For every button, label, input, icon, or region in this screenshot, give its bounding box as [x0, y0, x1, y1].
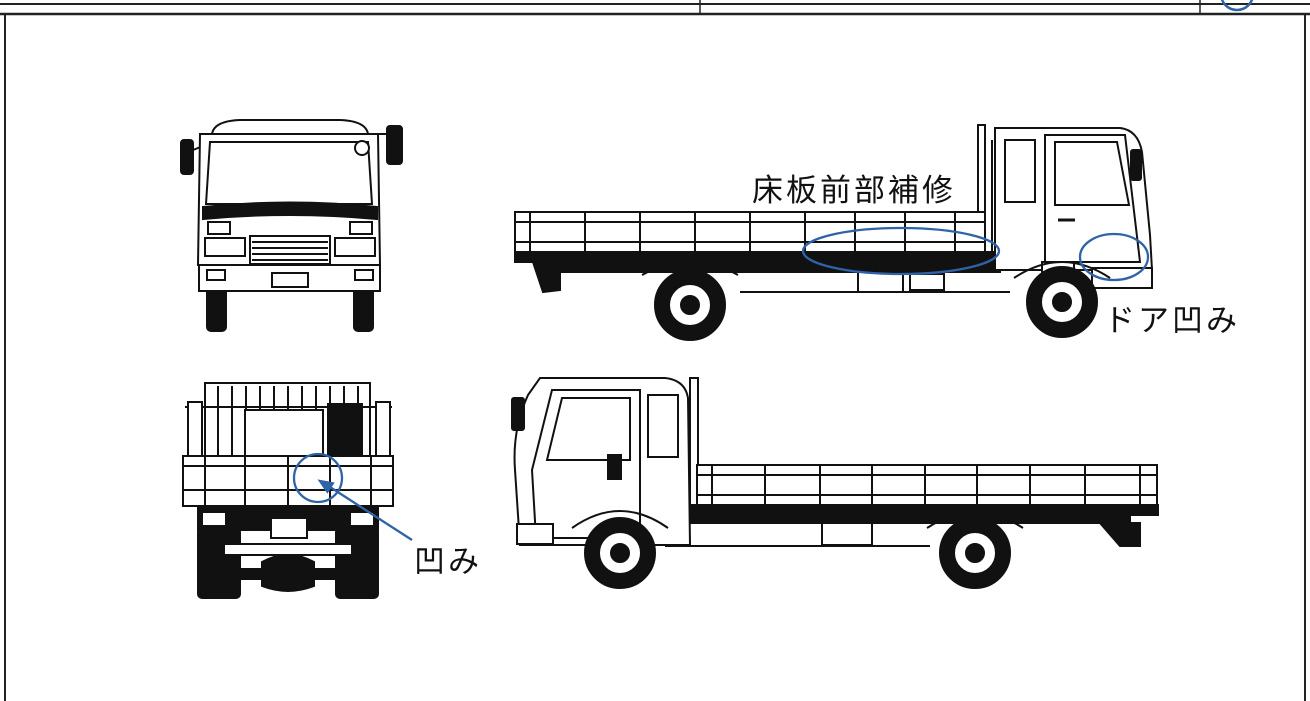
cab-rear-window [1004, 139, 1036, 203]
cab-door-window [545, 397, 631, 461]
cargo-floor [687, 504, 1159, 516]
side-mirror [1130, 149, 1142, 181]
front-wheel-arch [1013, 261, 1111, 279]
front-step-right [349, 221, 373, 235]
mirror-left [180, 139, 194, 175]
stamp-circle [1220, 0, 1254, 12]
cab-door [1044, 134, 1142, 263]
tail-light-left [201, 511, 227, 527]
damage-marker-door [1078, 232, 1150, 282]
rear-mudflap [531, 261, 561, 294]
truck-right-side-view [514, 124, 1154, 341]
cargo-floor [514, 251, 994, 263]
chassis-frame [539, 261, 1001, 273]
rear-bracket [1097, 522, 1141, 547]
front-windshield [204, 141, 374, 205]
cab-door-window [1054, 141, 1131, 206]
tail-light-right [349, 511, 375, 527]
under-mirror [354, 140, 370, 156]
front-step-left [207, 221, 231, 235]
truck-front-view [180, 119, 403, 332]
damage-marker-dent [292, 452, 344, 504]
side-mirror [511, 397, 525, 431]
rear-tire-right [335, 527, 379, 599]
damage-markers [292, 226, 1150, 541]
front-tire-left [206, 287, 227, 332]
front-tire-right [353, 287, 374, 332]
dent-pointer-arrow [329, 486, 413, 541]
damage-marker-floor [801, 226, 1001, 276]
front-bumper [516, 523, 554, 545]
cab-body [513, 377, 692, 546]
rear-wheel-hub [965, 543, 985, 563]
license-plate [270, 517, 308, 539]
front-headlight-left [204, 237, 246, 257]
fog-lamp-right [354, 269, 374, 281]
front-grille-slats [252, 241, 328, 261]
front-headlight-right [334, 237, 376, 257]
license-plate [271, 272, 309, 288]
floor-repair-label: 床板前部補修 [752, 173, 956, 209]
cab-rear-window [647, 394, 679, 458]
fog-lamp-left [206, 269, 226, 281]
rear-tire-left [197, 527, 241, 599]
rear-wheel-hub [680, 295, 700, 315]
rear-axle [239, 568, 337, 580]
gate-post-right [375, 401, 391, 457]
exhaust-stack [327, 403, 363, 457]
rear-wheel-arch [641, 260, 739, 276]
door-dent-label: ドア凹み [1104, 303, 1240, 339]
front-wheel-hub [1052, 292, 1072, 312]
battery-box [909, 273, 945, 291]
front-wheel-arch [571, 510, 669, 529]
tailgate-rails [183, 456, 393, 506]
front-wheel-hub [610, 543, 630, 563]
rear-wheel-arch [926, 511, 1024, 529]
door-handle [607, 454, 622, 480]
front-cab-roof [210, 119, 370, 135]
gate-post-left [187, 401, 203, 457]
rear-bumper-bar [223, 543, 353, 556]
front-cowl-band [202, 201, 378, 221]
mirror-right [386, 125, 403, 165]
fuel-tank [821, 522, 873, 546]
dent-label: 凹み [414, 544, 482, 580]
chassis-frame [669, 514, 1131, 524]
side-gate-rails [697, 465, 1157, 505]
truck-left-side-view [511, 377, 1159, 589]
dent-pointer-arrowhead [317, 479, 335, 494]
cab-rear-panel [244, 409, 324, 457]
truck-rear-view [182, 382, 394, 599]
